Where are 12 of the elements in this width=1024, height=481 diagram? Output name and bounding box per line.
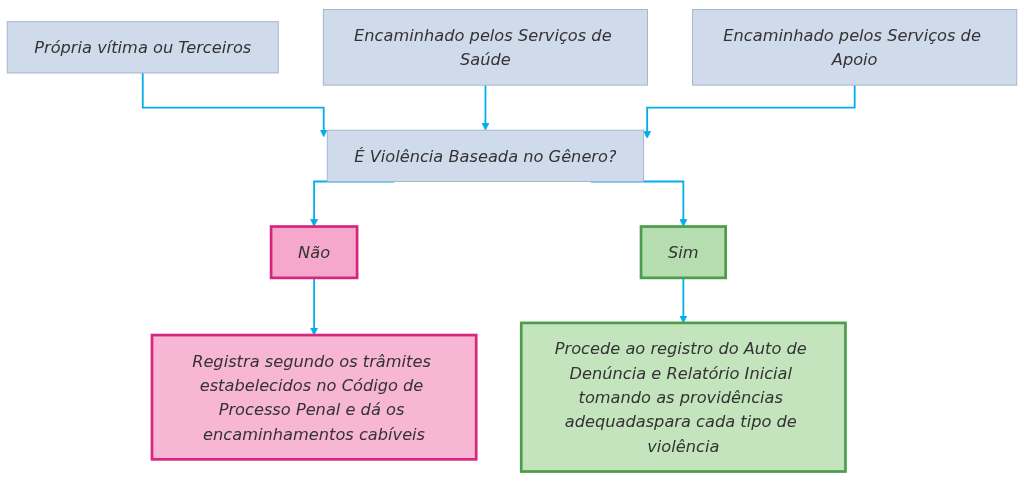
arrow — [481, 84, 490, 131]
node-box: Encaminhado pelos Serviços de Apoio — [692, 9, 1018, 86]
arrow — [310, 277, 319, 336]
node-box: Registra segundo os trâmites estabelecidos no Código de Processo Penal e dá os encaminhamentos cabíveis — [150, 333, 478, 461]
node-box: Não — [269, 225, 359, 280]
arrow — [643, 84, 856, 139]
node-box: Encaminhado pelos Serviços de Saúde — [322, 9, 648, 86]
arrow — [141, 72, 328, 138]
node-box: Procede ao registro do Auto de Denúncia e Relatório Inicial tomando as providências adequadaspara cada tipo de violência — [519, 321, 847, 473]
node-box: É Violência Baseada no Gênero? — [326, 129, 645, 182]
node-box: Sim — [639, 225, 727, 280]
node-box: Própria vítima ou Terceiros — [6, 21, 279, 74]
